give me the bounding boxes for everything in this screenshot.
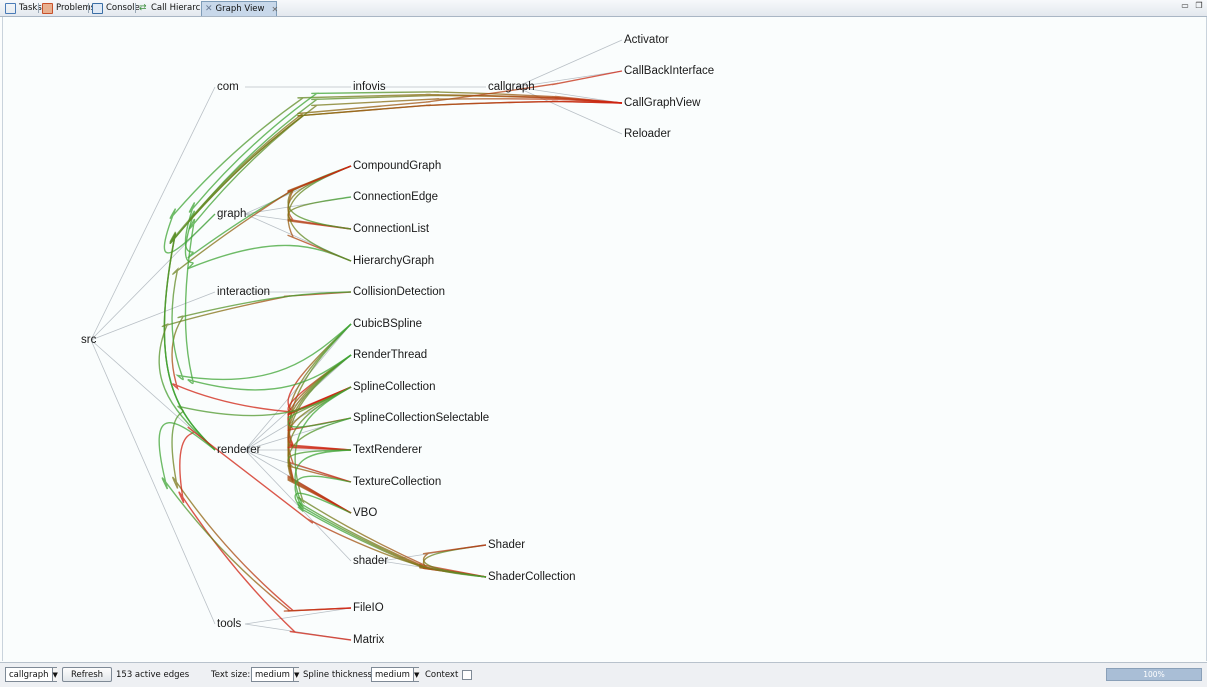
call-edge-spline <box>294 386 487 578</box>
call-edge-spline <box>422 544 487 578</box>
graph-node-shader[interactable]: Shader <box>488 539 526 551</box>
active-edge-count: 153 active edges <box>116 669 190 680</box>
refresh-button[interactable]: Refresh <box>62 667 112 682</box>
graph-node-textrenderer[interactable]: TextRenderer <box>353 444 423 456</box>
graph-view-icon: ✕ <box>205 3 213 14</box>
window-controls: ▭ ❐ <box>1181 2 1203 10</box>
tasks-icon <box>5 2 16 14</box>
graph-node-fileio[interactable]: FileIO <box>353 602 384 614</box>
graph-node-shadercollection[interactable]: ShaderCollection <box>488 571 576 583</box>
text-size-value: medium <box>255 669 290 680</box>
call-edge-spline <box>163 100 623 451</box>
graph-node-connectionlist[interactable]: ConnectionList <box>353 223 430 235</box>
view-tab-bar: Tasks Problems Console ⇄ Call Hierarchy … <box>0 0 1207 17</box>
graph-node-graph[interactable]: graph <box>217 208 247 220</box>
graph-select[interactable]: callgraph ▼ <box>5 667 58 682</box>
hierarchy-link <box>515 70 623 88</box>
graph-node-tools[interactable]: tools <box>217 618 242 630</box>
graph-node-reloader[interactable]: Reloader <box>624 128 671 140</box>
call-edge-spline <box>287 354 352 416</box>
hierarchy-link <box>515 86 623 135</box>
refresh-button-label: Refresh <box>70 669 104 680</box>
spline-thickness-value: medium <box>375 669 410 680</box>
graph-node-cubicbspline[interactable]: CubicBSpline <box>353 318 423 330</box>
chevron-down-icon[interactable]: ▼ <box>51 668 58 681</box>
call-hierarchy-icon: ⇄ <box>139 2 147 13</box>
graph-node-com[interactable]: com <box>217 81 239 93</box>
tab-tasks[interactable]: Tasks <box>2 1 45 15</box>
call-edge-spline <box>287 165 352 230</box>
graph-node-src[interactable]: src <box>81 334 97 346</box>
context-label: Context <box>425 669 459 680</box>
close-icon[interactable]: ✕ <box>271 4 279 14</box>
text-size-select[interactable]: medium ▼ <box>251 667 300 682</box>
call-edge-spline <box>287 165 352 230</box>
context-toggle[interactable]: Context <box>425 667 473 682</box>
tab-label: Graph View <box>215 4 265 14</box>
hierarchy-link <box>90 291 216 341</box>
tab-problems[interactable]: Problems <box>39 1 98 15</box>
graph-node-callgraph[interactable]: callgraph <box>488 81 535 93</box>
graph-node-splinecollection[interactable]: SplineCollection <box>353 381 436 393</box>
graph-svg <box>90 39 623 641</box>
graph-canvas[interactable]: src com graph interaction renderer tools infov… <box>2 17 1207 661</box>
graph-node-vbo[interactable]: VBO <box>353 507 378 519</box>
graph-node-hierarchygraph[interactable]: HierarchyGraph <box>353 255 435 267</box>
call-edge-spline <box>287 196 352 230</box>
call-edge-spline <box>287 417 352 514</box>
graph-node-shader[interactable]: shader <box>353 555 389 567</box>
call-edge-spline <box>184 91 623 259</box>
graph-select-value: callgraph <box>9 669 49 680</box>
graph-node-texturecollection[interactable]: TextureCollection <box>353 476 442 488</box>
call-edge-spline <box>171 165 352 381</box>
spline-thickness-label: Spline thickness: <box>303 669 375 680</box>
graph-node-splinecollectionselectable[interactable]: SplineCollectionSelectable <box>353 412 490 424</box>
tab-call-hierarchy[interactable]: ⇄ Call Hierarchy <box>136 1 214 15</box>
graph-node-callgraphview[interactable]: CallGraphView <box>624 97 701 109</box>
call-edge-spline <box>294 492 487 578</box>
spline-thickness-select[interactable]: medium ▼ <box>371 667 420 682</box>
hierarchy-link <box>90 339 216 625</box>
bottom-toolbar: callgraph ▼ Refresh 153 active edges Tex… <box>0 662 1207 687</box>
tab-label: Console <box>106 3 140 13</box>
graph-node-matrix[interactable]: Matrix <box>353 634 385 646</box>
call-edge-spline <box>287 449 352 483</box>
graph-node-connectionedge[interactable]: ConnectionEdge <box>353 191 439 203</box>
call-edge-spline <box>178 426 487 641</box>
graph-node-renderthread[interactable]: RenderThread <box>353 349 428 361</box>
graph-node-collisiondetection[interactable]: CollisionDetection <box>353 286 446 298</box>
tab-console[interactable]: Console <box>89 1 143 15</box>
graph-node-interaction[interactable]: interaction <box>217 286 271 298</box>
progress-label: 100% <box>1143 670 1165 679</box>
graph-node-renderer[interactable]: renderer <box>217 444 261 456</box>
hierarchy-link <box>90 86 216 341</box>
maximize-icon[interactable]: ❐ <box>1195 1 1203 10</box>
hierarchy-link <box>244 449 352 562</box>
call-edge-spline <box>184 94 623 270</box>
graph-node-infovis[interactable]: infovis <box>353 81 386 93</box>
tab-graph-view[interactable]: ✕ Graph View ✕ <box>201 1 279 16</box>
console-icon <box>92 2 103 14</box>
chevron-down-icon[interactable]: ▼ <box>412 668 420 681</box>
problems-icon <box>42 2 53 14</box>
graph-node-callbackinterface[interactable]: CallBackInterface <box>624 65 715 77</box>
call-edge-spline <box>287 323 352 451</box>
hierarchy-link <box>244 607 352 625</box>
call-edge-spline <box>158 422 352 612</box>
tab-label: Problems <box>56 3 96 13</box>
minimize-icon[interactable]: ▭ <box>1181 1 1189 10</box>
call-edge-spline <box>287 165 352 262</box>
context-checkbox[interactable] <box>462 669 473 680</box>
progress-bar: 100% <box>1106 668 1202 681</box>
tab-label: Tasks <box>19 3 42 13</box>
chevron-down-icon[interactable]: ▼ <box>292 668 300 681</box>
graph-node-activator[interactable]: Activator <box>624 34 669 46</box>
tab-label: Call Hierarchy <box>151 3 211 13</box>
text-size-label: Text size: <box>211 669 251 680</box>
hierarchy-link <box>515 39 623 88</box>
hierarchy-link <box>515 86 623 104</box>
call-edge-spline <box>184 98 623 391</box>
graph-node-compoundgraph[interactable]: CompoundGraph <box>353 160 442 172</box>
